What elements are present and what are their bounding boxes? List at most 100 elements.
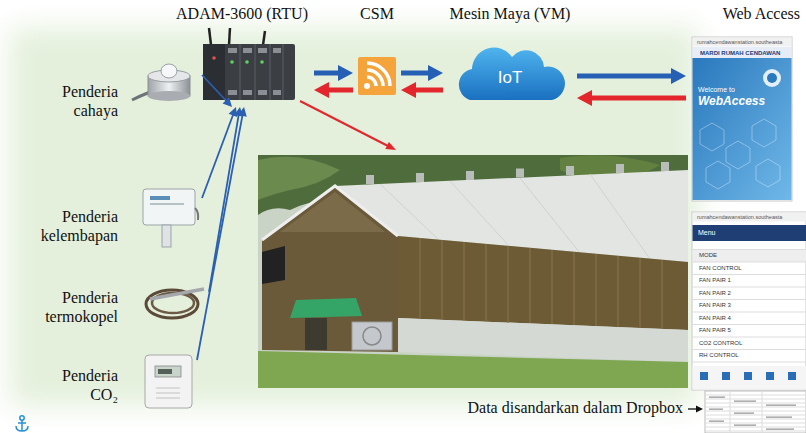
humidity-sensor [150, 203, 184, 205]
control-arrow [385, 142, 396, 150]
dropbox-screenshot [705, 419, 806, 420]
arrow-shaft [202, 75, 227, 102]
component-label: CSM [360, 5, 394, 23]
greenhouse-photo [530, 248, 531, 323]
cloud-label: IoT [498, 68, 523, 87]
csm-wifi-icon [367, 70, 383, 86]
web-menu-screenshot [692, 349, 806, 350]
greenhouse-photo [574, 252, 575, 325]
arrow-head [671, 68, 686, 84]
sensor-label: Penderia CO₂ [40, 366, 118, 404]
dropbox-screenshot [705, 407, 806, 408]
rtu-device [258, 90, 267, 95]
csm-wifi-icon [367, 63, 390, 86]
greenhouse-photo [466, 171, 474, 180]
rtu-device [228, 48, 237, 53]
co2-sensor [156, 388, 180, 389]
dropbox-screenshot [766, 417, 792, 418]
web-menu-screenshot [693, 366, 806, 390]
logo-text: WebAccess [698, 95, 765, 109]
csm-node: CSM [355, 2, 399, 98]
rtu-device [258, 48, 267, 53]
anchor-icon [21, 420, 23, 431]
web-screenshot [693, 47, 792, 58]
anchor-icon [18, 422, 26, 424]
rtu-device [263, 31, 265, 45]
pointer-arrow [688, 406, 703, 413]
greenhouse-photo [262, 186, 398, 352]
sensor-label: Penderia kelembapan [40, 207, 118, 245]
web-menu-screenshot [693, 225, 806, 241]
menu-item: RH CONTROL [699, 352, 739, 359]
web-screenshot [693, 58, 792, 200]
csm-wifi-icon [358, 57, 396, 95]
rtu-device [212, 56, 216, 60]
arrow-shaft [326, 88, 353, 93]
light-sensor [132, 64, 190, 101]
csm-wifi-icon [364, 83, 370, 89]
arrow-shaft [577, 74, 674, 79]
sensor-node: Penderia cahaya [130, 55, 200, 110]
rtu-device [203, 44, 225, 100]
dropbox-screenshot [709, 397, 725, 398]
web-menu-screenshot [692, 312, 806, 313]
signal-arrow [314, 82, 353, 98]
cloud-node: Mesin Maya (VM)IoT [445, 2, 575, 104]
greenhouse-photo [596, 254, 597, 326]
rtu-device [240, 44, 241, 100]
greenhouse-photo [552, 250, 553, 324]
url-text: rumahcendawanstation.southeasta [697, 214, 782, 220]
humidity-sensor [143, 189, 195, 225]
dropbox-screenshot [730, 391, 731, 433]
arrow-head [428, 65, 443, 81]
dropbox-screenshot [705, 415, 806, 416]
rtu-device [229, 28, 230, 45]
signal-arrow [401, 65, 443, 81]
greenhouse-photo [520, 178, 580, 253]
dropbox-screenshot [734, 401, 756, 402]
web-screenshot [763, 69, 781, 87]
rtu-node: ADAM-3600 (RTU) [172, 2, 312, 105]
greenhouse-photo [616, 164, 624, 173]
greenhouse-photo [508, 246, 509, 323]
greenhouse-photo [662, 260, 663, 329]
web-menu-screenshot [692, 249, 806, 250]
greenhouse-photo [352, 322, 392, 350]
dropbox-screenshot [705, 399, 806, 400]
welcome-text: Welcome to [698, 86, 735, 94]
humidity-sensor [195, 208, 198, 220]
dropbox-screenshot [762, 391, 763, 433]
control-arrow [300, 101, 388, 146]
dropbox-screenshot [709, 409, 723, 410]
web-menu-screenshot [692, 212, 806, 390]
arrow-head [229, 107, 237, 117]
menu-title: Menu [698, 229, 716, 237]
web-menu-screenshot [692, 274, 806, 275]
sensor-node: Penderia kelembapan [140, 185, 200, 250]
greenhouse-photo [640, 258, 641, 328]
component-label: ADAM-3600 (RTU) [176, 5, 308, 23]
rtu-device [209, 28, 211, 45]
humidity-sensor [162, 225, 171, 247]
greenhouse-photo [442, 240, 443, 320]
signal-arrow [401, 82, 443, 98]
rtu-device [260, 60, 264, 64]
background-panel [10, 28, 698, 406]
pointer-arrow [688, 408, 697, 409]
web-screenshot [767, 73, 777, 83]
greenhouse-photo [590, 174, 650, 259]
sensor-node: Penderia CO₂ [143, 352, 195, 410]
web-screenshot [692, 37, 792, 201]
greenhouse-photo [450, 181, 510, 247]
greenhouse-photo [566, 166, 574, 175]
menu-item: FAN PAIR 5 [699, 327, 731, 334]
greenhouse-photo [416, 173, 424, 182]
arrow-shaft [197, 114, 243, 360]
background-panel [10, 28, 698, 406]
rtu-device [273, 90, 281, 95]
arrow-head [223, 97, 232, 107]
thermocouple-sensor [146, 289, 204, 318]
web-menu-screenshot [766, 372, 774, 380]
